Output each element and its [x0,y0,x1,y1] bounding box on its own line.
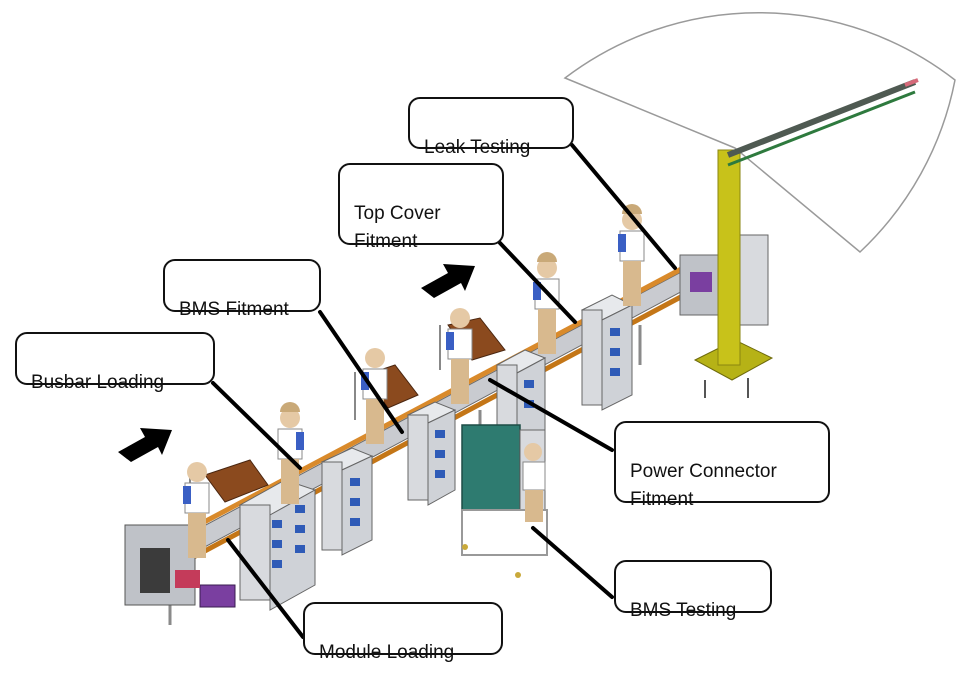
start-station-frame [140,548,170,593]
callout-leak-testing-label: Leak Testing [424,137,531,158]
leader-line-power-connector-fitment [488,378,614,452]
callout-top-cover-fitment-label: Top Cover Fitment [354,203,441,252]
flow-direction-arrow [421,264,475,298]
worker [277,402,304,504]
callout-bms-fitment: BMS Fitment [163,259,321,320]
leader-lines [211,143,677,639]
storage-cabinet [406,401,457,506]
crane-swing-area [563,12,956,254]
leader-line-bms-testing [531,526,614,599]
jib-crane [693,78,919,398]
worker [618,204,645,306]
storage-cabinet [238,479,317,611]
worker [361,348,388,444]
callout-power-connector-fitment-label: Power Connector Fitment [630,461,777,510]
start-station [124,524,236,608]
leader-line-bms-fitment [318,310,404,434]
callout-leak-testing: Leak Testing [408,97,574,158]
callout-busbar-loading: Busbar Loading [15,332,215,393]
pump-motor [175,570,200,588]
callout-busbar-loading-label: Busbar Loading [31,372,165,393]
worker [446,308,473,404]
leader-line-top-cover-fitment [498,241,577,324]
storage-cabinet [580,294,634,411]
callout-module-loading: Module Loading [303,602,503,663]
leader-line-busbar-loading [211,381,302,470]
storage-cabinet [320,447,374,556]
callout-top-cover-fitment: Top Cover Fitment [338,163,504,252]
callout-power-connector-fitment: Power Connector Fitment [614,421,830,510]
callout-bms-testing-label: BMS Testing [630,600,737,621]
callout-bms-testing: BMS Testing [614,560,772,621]
pump-motor [199,584,236,608]
flow-direction-arrow [118,428,172,462]
leader-line-module-loading [226,538,305,639]
worker [183,462,210,558]
callout-module-loading-label: Module Loading [319,642,455,663]
leader-line-leak-testing [570,143,677,270]
worker [522,443,546,522]
callout-bms-fitment-label: BMS Fitment [179,299,289,320]
